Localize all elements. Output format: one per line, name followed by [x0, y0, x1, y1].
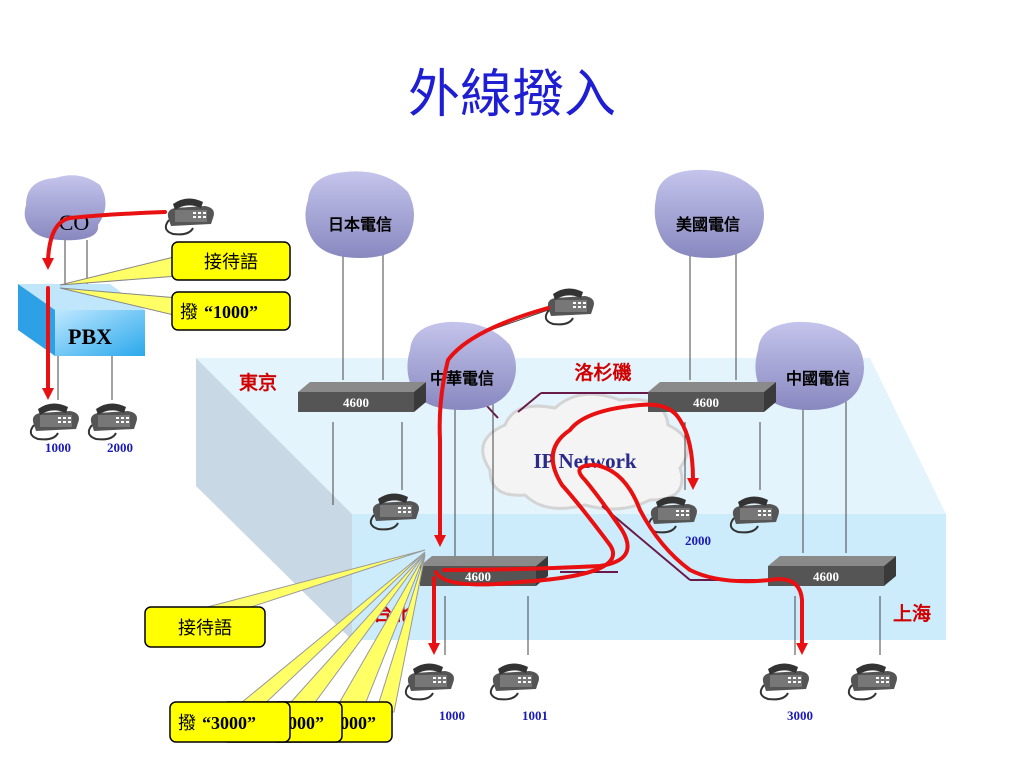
ext-label-pbx-1000: 1000 — [45, 440, 71, 455]
callout-dial-top: 撥 “1000” — [59, 287, 291, 331]
callout-greeting-top: 接待語 — [59, 241, 291, 286]
cloud-japan-telecom: 日本電信 — [305, 171, 414, 258]
call-path-to-shanghai — [442, 462, 804, 647]
call-arrowheads — [42, 258, 808, 655]
phone-icon-pbx-2000 — [87, 402, 138, 441]
switch-la: 4600 — [648, 382, 776, 412]
callout-dial-stack-2-text: 000” — [288, 713, 324, 733]
carrier-label-japan: 日本電信 — [328, 215, 392, 234]
cloud-china-telecom: 中國電信 — [755, 321, 864, 410]
city-label-tokyo: 東京 — [239, 371, 277, 394]
carrier-label-taiwan: 中華電信 — [430, 369, 494, 388]
phone-icon-pbx-1000 — [29, 402, 80, 441]
pbx-label: PBX — [68, 324, 112, 349]
callout-greeting-bottom-text: 接待語 — [178, 618, 232, 639]
cloud-us-telecom: 美國電信 — [654, 169, 764, 258]
callout-dial-bottom-number: “3000” — [202, 713, 256, 733]
phone-icon-taipei-1001 — [489, 662, 540, 701]
callout-greeting-bottom: 接待語 — [144, 606, 266, 648]
callout-dial-bottom-prefix: 撥 — [178, 713, 196, 734]
call-paths — [46, 210, 804, 647]
phone-icon-ip-caller — [544, 287, 595, 326]
ext-label-pbx-2000: 2000 — [107, 440, 133, 455]
phone-icon-taipei-1000 — [404, 662, 455, 701]
switch-label-shanghai: 4600 — [813, 569, 839, 584]
callout-dial-stack-3-text: 000” — [340, 713, 376, 733]
ext-label-shanghai-3000: 3000 — [787, 708, 813, 723]
call-path-to-la — [434, 402, 695, 587]
ext-label-la-2000: 2000 — [685, 533, 711, 548]
ip-network-label: IP Network — [533, 449, 637, 473]
ext-label-taipei-1000: 1000 — [439, 708, 465, 723]
switch-tokyo: 4600 — [298, 382, 426, 412]
callout-dial-bottom: 撥 “3000” — [169, 701, 291, 743]
callout-dial-top-number: “1000” — [204, 302, 258, 322]
phone-icon-shanghai-3000 — [759, 662, 810, 701]
cloud-co: CO — [24, 175, 106, 241]
phone-icon-shanghai-2 — [847, 662, 898, 701]
call-path-co-top — [46, 210, 167, 262]
carrier-label-usa: 美國電信 — [676, 215, 740, 234]
pbx-box: PBX — [18, 284, 145, 356]
ip-network-cloud: IP Network — [481, 392, 690, 511]
connectors — [57, 240, 881, 655]
callout-dial-top-prefix: 撥 — [180, 302, 198, 323]
call-path-ip-caller — [437, 306, 550, 537]
phone-icon-caller — [164, 197, 215, 236]
ext-label-taipei-1001: 1001 — [522, 708, 548, 723]
switch-label-taipei: 4600 — [465, 569, 491, 584]
city-label-la: 洛杉磯 — [574, 361, 631, 384]
callout-greeting-top-text: 接待語 — [204, 252, 258, 273]
switch-shanghai: 4600 — [768, 556, 896, 586]
page-title: 外線撥入 — [407, 65, 616, 125]
switch-taipei: 4600 — [420, 556, 548, 586]
switch-label-la: 4600 — [693, 395, 719, 410]
carrier-label-china: 中國電信 — [786, 369, 850, 388]
switch-label-tokyo: 4600 — [343, 395, 369, 410]
city-label-shanghai: 上海 — [893, 602, 931, 625]
